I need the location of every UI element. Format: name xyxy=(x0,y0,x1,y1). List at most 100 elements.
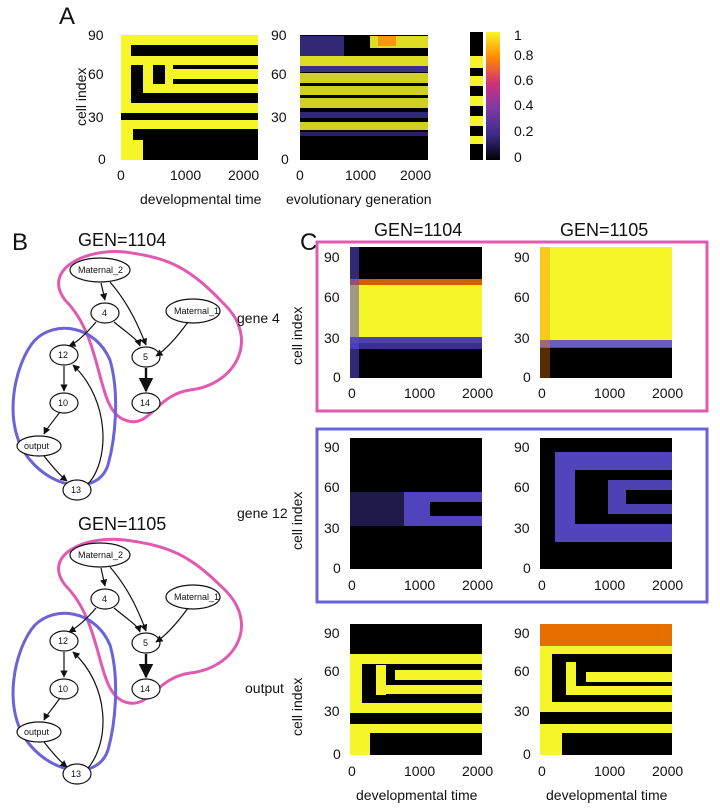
cbar-tick-0: 0 xyxy=(514,149,522,165)
svg-text:0: 0 xyxy=(538,385,546,401)
svg-text:60: 60 xyxy=(324,479,340,495)
node-12-label-1105: 12 xyxy=(58,636,68,646)
node-maternal-1-label-1105: Maternal_1 xyxy=(174,592,219,602)
svg-text:90: 90 xyxy=(324,625,340,641)
node-5-1105 xyxy=(131,632,161,654)
c-row-label-gene-4: gene 4 xyxy=(237,310,280,326)
node-13-label-1105: 13 xyxy=(71,769,81,779)
svg-text:2000: 2000 xyxy=(652,763,683,779)
svg-text:30: 30 xyxy=(514,520,530,536)
node-10 xyxy=(49,392,79,414)
svg-text:0: 0 xyxy=(523,369,531,385)
svg-text:1000: 1000 xyxy=(404,763,435,779)
node-10-label-1105: 10 xyxy=(58,684,68,694)
svg-text:2000: 2000 xyxy=(652,577,683,593)
node-13 xyxy=(62,479,92,501)
x-tick-1000: 1000 xyxy=(170,167,201,183)
a2-x-tick-0: 0 xyxy=(296,167,304,183)
node-maternal-1 xyxy=(165,298,221,324)
svg-text:30: 30 xyxy=(324,520,340,536)
svg-text:0: 0 xyxy=(333,746,341,762)
y-tick-30: 30 xyxy=(88,109,104,125)
node-14-label-1105: 14 xyxy=(140,684,150,694)
colorbar xyxy=(486,32,500,160)
node-output-label: output xyxy=(24,441,50,451)
svg-text:60: 60 xyxy=(324,663,340,679)
panel-letter-c: C xyxy=(300,229,317,256)
c-ylabel-row3: cell index xyxy=(289,678,305,736)
a2-y-tick-0: 0 xyxy=(281,151,289,167)
node-output-label-1105: output xyxy=(24,727,50,737)
svg-text:0: 0 xyxy=(348,763,356,779)
svg-text:2000: 2000 xyxy=(462,577,493,593)
network-1104: Maternal_2 Maternal_1 4 5 14 12 10 outpu… xyxy=(16,257,221,501)
a2-x-tick-2000: 2000 xyxy=(400,167,431,183)
svg-text:30: 30 xyxy=(514,703,530,719)
node-12 xyxy=(49,344,79,366)
svg-text:2000: 2000 xyxy=(652,385,683,401)
x-tick-2000: 2000 xyxy=(228,167,259,183)
c-col1-title: GEN=1104 xyxy=(374,220,462,240)
node-5 xyxy=(131,346,161,368)
node-maternal-2-label-1105: Maternal_2 xyxy=(78,550,123,560)
svg-text:1000: 1000 xyxy=(404,385,435,401)
svg-text:0: 0 xyxy=(538,577,546,593)
c-heatmap-gene12-1105 xyxy=(540,438,672,569)
node-4-label-1105: 4 xyxy=(102,594,107,604)
svg-text:1000: 1000 xyxy=(404,577,435,593)
c-row-label-gene-12: gene 12 xyxy=(237,505,288,521)
a2-xlabel: evolutionary generation xyxy=(286,191,432,207)
cbar-tick-1: 1 xyxy=(514,27,522,43)
c-gene-4-box xyxy=(315,240,709,413)
c-heatmap-output-1104 xyxy=(350,624,482,755)
c-heatmap-gene4-1104 xyxy=(350,247,482,378)
node-12-label: 12 xyxy=(58,350,68,360)
c-xlabel-right: developmental time xyxy=(546,787,668,803)
panel-letter-b: B xyxy=(12,229,28,256)
gene-4-outline-1104 xyxy=(57,250,243,424)
node-13-1105 xyxy=(62,763,92,785)
a2-y-tick-60: 60 xyxy=(271,66,287,82)
c-heatmap-gene12-1104 xyxy=(350,438,482,569)
svg-text:90: 90 xyxy=(514,439,530,455)
svg-text:0: 0 xyxy=(523,560,531,576)
c-heatmap-output-1105 xyxy=(540,624,672,755)
svg-text:60: 60 xyxy=(514,289,530,305)
cbar-tick-02: 0.2 xyxy=(514,123,534,139)
node-maternal-2-1105 xyxy=(69,542,131,568)
heatmap-a-evolutionary xyxy=(300,35,428,160)
svg-text:0: 0 xyxy=(348,577,356,593)
svg-text:1000: 1000 xyxy=(594,385,625,401)
svg-text:2000: 2000 xyxy=(462,763,493,779)
c-heatmap-gene4-1105 xyxy=(540,247,672,378)
x-tick-0: 0 xyxy=(117,167,125,183)
node-maternal-2 xyxy=(69,257,131,283)
cbar-tick-06: 0.6 xyxy=(514,72,534,88)
panel-letter-a: A xyxy=(59,3,75,30)
node-output-1105 xyxy=(16,721,62,743)
node-14 xyxy=(131,392,161,414)
node-14-1105 xyxy=(131,678,161,700)
svg-text:30: 30 xyxy=(514,330,530,346)
a2-y-tick-90: 90 xyxy=(271,27,287,43)
node-output xyxy=(16,435,62,457)
c-col2-title: GEN=1105 xyxy=(560,220,648,240)
svg-text:60: 60 xyxy=(514,663,530,679)
a1-ylabel: cell index xyxy=(73,68,89,126)
node-13-label: 13 xyxy=(71,485,81,495)
node-10-label: 10 xyxy=(58,398,68,408)
svg-text:0: 0 xyxy=(333,560,341,576)
node-4 xyxy=(90,302,120,324)
svg-text:1000: 1000 xyxy=(594,577,625,593)
node-12-1105 xyxy=(49,630,79,652)
gene-12-outline-1105 xyxy=(11,611,118,772)
graph-1104-title: GEN=1104 xyxy=(78,230,166,250)
svg-text:0: 0 xyxy=(348,385,356,401)
svg-text:0: 0 xyxy=(523,746,531,762)
svg-text:60: 60 xyxy=(514,479,530,495)
graph-1105-title: GEN=1105 xyxy=(78,514,166,534)
svg-text:1000: 1000 xyxy=(594,763,625,779)
svg-text:90: 90 xyxy=(514,249,530,265)
c-ylabel-row1: cell index xyxy=(289,307,305,365)
